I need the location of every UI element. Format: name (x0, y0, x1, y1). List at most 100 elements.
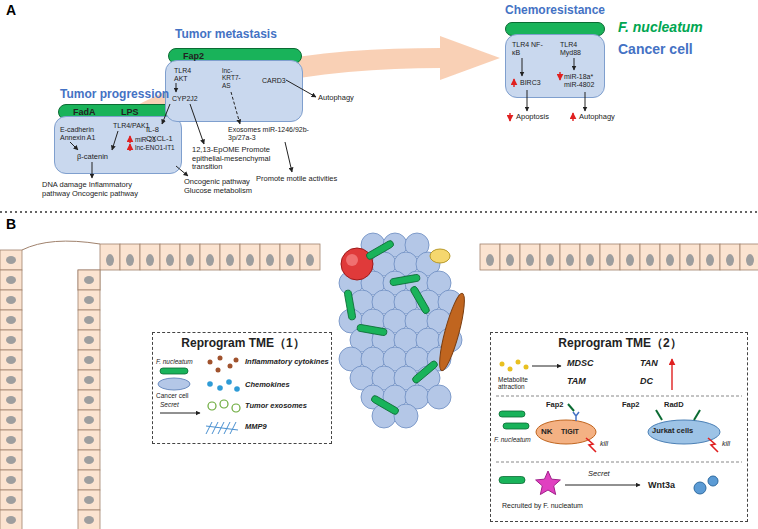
arrow (509, 113, 510, 121)
arrow (559, 72, 560, 80)
fap2-protein (656, 410, 662, 420)
bacterium-icon (503, 423, 529, 429)
epithelial-cell (160, 244, 180, 270)
nucleus (266, 254, 274, 266)
arrow (162, 104, 170, 124)
arrow (160, 413, 200, 414)
metabolite-dot (516, 360, 521, 365)
nucleus (306, 254, 314, 266)
epithelial-cell (560, 244, 580, 270)
tumor-cell (427, 385, 451, 409)
mmp9-fiber (212, 422, 218, 434)
epithelial-cell (640, 244, 660, 270)
protein-label: TIGIT (561, 428, 591, 436)
arrow (129, 144, 130, 151)
node-text: FadA (73, 107, 103, 117)
epithelial-cell (78, 450, 100, 470)
kill-bolt (708, 438, 718, 452)
nucleus (84, 376, 94, 384)
nucleus (6, 376, 16, 384)
nucleus (84, 436, 94, 444)
cytokine-dot (216, 368, 221, 373)
icon-label: kill (600, 440, 620, 448)
wnt3a-molecule (694, 482, 706, 494)
epithelial-cell (78, 430, 100, 450)
nucleus (166, 254, 174, 266)
nucleus (526, 254, 534, 266)
nucleus (186, 254, 194, 266)
mmp9-fiber (218, 422, 224, 434)
epithelial-cell (0, 350, 22, 370)
node-text: TLR4 AKT (174, 67, 200, 83)
cytokine-dot (218, 356, 223, 361)
red-cell-detail (346, 254, 358, 266)
node-text: lnc-ENO1-IT1 (135, 144, 181, 151)
arrow (231, 92, 240, 124)
arrow (285, 142, 292, 172)
stage-title: Tumor progression (60, 88, 190, 102)
bacterium-icon (357, 324, 388, 336)
arrow (522, 58, 523, 76)
cancer-cell: TLR4 AKTCYP2J2lnc- KRT7- ASCARD3 (165, 60, 303, 122)
nucleus (6, 496, 16, 504)
tme2-icons (496, 359, 742, 495)
nucleus (226, 254, 234, 266)
outcome-text: Exosomes miR-1246/92b-3p/27a-3 (228, 126, 312, 142)
nucleus (6, 416, 16, 424)
epithelial-cell (280, 244, 300, 270)
nucleus (246, 254, 254, 266)
tumor-mass (339, 233, 469, 428)
radd-protein (694, 410, 700, 420)
arrow (565, 485, 640, 486)
arrow (527, 90, 528, 111)
arrow (112, 131, 118, 150)
cytokine-dot (208, 360, 213, 365)
cancer-cell: Cancer cellTLR4 NF-κBBIRC3TLR4 Myd88miR-… (505, 34, 605, 98)
epithelial-cell (540, 244, 560, 270)
factor-label: Tumor exosomes (245, 402, 331, 411)
exosome-icon (208, 402, 216, 410)
epithelial-cell (0, 510, 22, 529)
nucleus (84, 516, 94, 524)
nucleus (6, 476, 16, 484)
factor-label: Wnt3a (648, 480, 688, 490)
epithelial-cell (0, 250, 22, 270)
node-text: lnc- KRT7- AS (222, 67, 246, 89)
outside-heading: F. nucleatum (618, 19, 728, 35)
epithelial-cell (300, 244, 320, 270)
epithelial-cell (200, 244, 220, 270)
protein-label: Fap2 (546, 401, 576, 410)
nucleus (84, 276, 94, 284)
epithelial-cell (720, 244, 740, 270)
nucleus (546, 254, 554, 266)
icon-label: F. nucleatum (156, 358, 206, 365)
nucleus (6, 296, 16, 304)
arrow (585, 92, 586, 111)
epithelial-cell (0, 450, 22, 470)
chemokine-dot (226, 379, 232, 385)
chemokine-dot (234, 386, 240, 392)
pathway-arrows (70, 58, 585, 178)
mmp9-fiber (230, 422, 236, 434)
arrow (572, 113, 573, 121)
nucleus (84, 456, 94, 464)
epithelial-cell (600, 244, 620, 270)
tigit-receptor (573, 412, 579, 421)
nucleus (84, 396, 94, 404)
kill-bolt (586, 438, 596, 452)
bacterium-icon (370, 394, 399, 415)
nucleus (206, 254, 214, 266)
bacterium-icon (499, 477, 525, 484)
bacterium-icon (409, 285, 430, 314)
fibroblast (435, 292, 469, 373)
node-text: E-cadherin Annexin A1 (60, 126, 104, 142)
node-text: LPS (121, 107, 151, 117)
mmp9-fiber (206, 422, 212, 434)
epithelial-cell (78, 470, 100, 490)
epithelial-cell (180, 244, 200, 270)
epithelial-cell (0, 330, 22, 350)
nucleus (84, 316, 94, 324)
nucleus (84, 416, 94, 424)
outcome-text: IL-8 CXCL-1 (146, 126, 178, 143)
dashed-panel: Reprogram TME（1） (152, 332, 332, 444)
